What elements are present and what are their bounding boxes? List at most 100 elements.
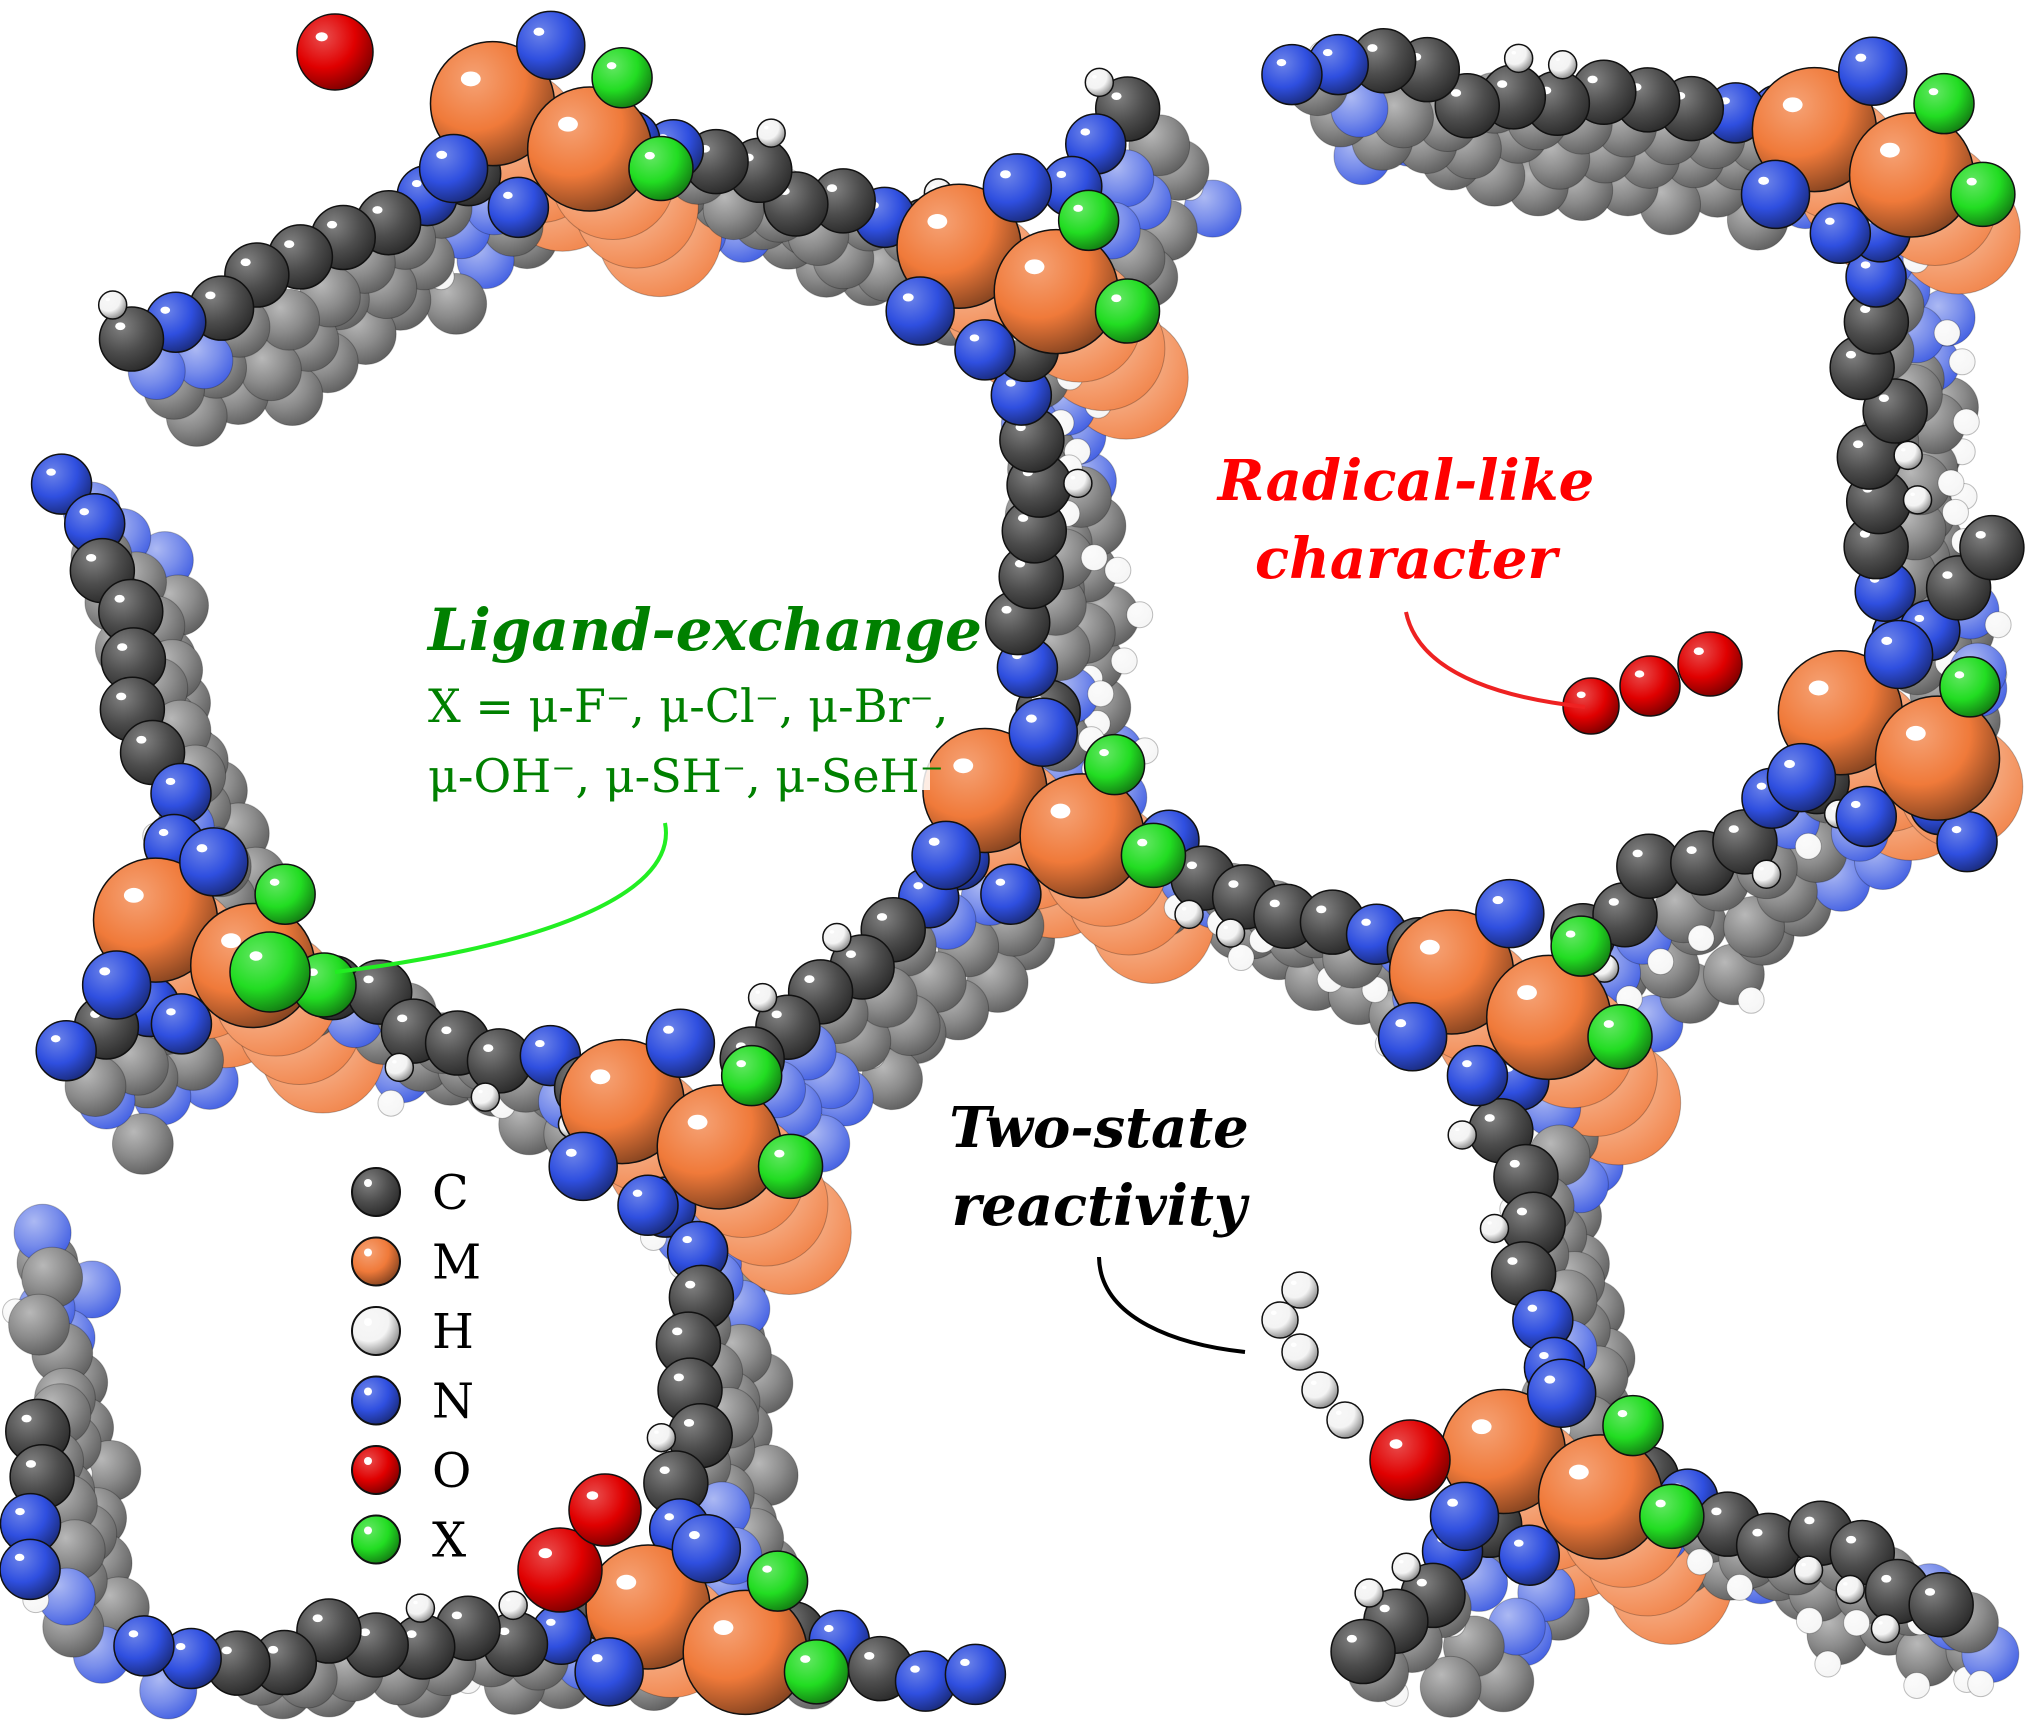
atom-X xyxy=(1913,72,1975,135)
atom-H xyxy=(1087,680,1115,708)
atom-N xyxy=(487,176,550,239)
atom-H xyxy=(470,1082,501,1112)
atom-H xyxy=(1984,611,2012,639)
annotation-arrows xyxy=(334,611,1586,1354)
atom-H xyxy=(747,982,778,1013)
atom-X xyxy=(229,931,311,1013)
atom-C xyxy=(100,627,167,693)
atom-H xyxy=(1084,67,1115,98)
atom-N xyxy=(150,993,213,1055)
radical-line2: character xyxy=(1255,526,1560,592)
legend-item-H: H xyxy=(340,1297,480,1365)
atom-X xyxy=(1602,1394,1664,1457)
atom-H xyxy=(1281,1271,1319,1309)
atom-C xyxy=(1330,1618,1396,1685)
legend-item-X: X xyxy=(340,1505,480,1574)
atom-X xyxy=(254,863,316,925)
atom-H xyxy=(1751,859,1782,889)
atom-H xyxy=(1814,1650,1842,1678)
atom-H xyxy=(1126,601,1154,629)
atom-C xyxy=(1908,1571,1974,1638)
atom-N xyxy=(645,1008,716,1079)
ligand-exchange-arrow xyxy=(334,822,668,974)
atom-N xyxy=(1837,36,1908,107)
atom-H xyxy=(1948,348,1976,376)
atom-N xyxy=(885,276,955,346)
atom-H xyxy=(1547,49,1578,80)
atom-H xyxy=(822,922,852,953)
atom-spheres xyxy=(0,10,2025,1720)
atom-C xyxy=(8,1293,70,1356)
atom-N xyxy=(0,1538,61,1601)
atom-H xyxy=(1937,469,1965,497)
atom-N xyxy=(1936,810,1998,873)
atom-N xyxy=(0,1492,62,1555)
atom-C xyxy=(205,1630,271,1696)
atom-O xyxy=(517,1527,603,1613)
atom-C xyxy=(1959,514,2025,581)
atom-H xyxy=(1261,1301,1299,1339)
radical-line1: Radical-like xyxy=(1216,448,1594,514)
atom-H xyxy=(1354,1578,1384,1608)
atom-H xyxy=(1104,556,1132,584)
ligand-list-line2: μ-OH⁻, μ-SH⁻, μ-SeH⁻ xyxy=(428,749,944,803)
atom-O xyxy=(296,13,374,91)
atom-N xyxy=(1261,43,1323,106)
atom-H xyxy=(1647,948,1675,976)
atom-C xyxy=(1493,1143,1559,1210)
legend-item-C: C xyxy=(340,1158,480,1226)
atom-N xyxy=(1498,1524,1561,1586)
legend-swatch-M xyxy=(351,1236,401,1287)
atom-N xyxy=(113,1615,175,1677)
atom-H xyxy=(1227,944,1255,972)
atom-X xyxy=(1083,733,1146,796)
atom-X xyxy=(1057,189,1120,252)
atom-X xyxy=(1950,161,2016,228)
legend-label: O xyxy=(432,1443,471,1499)
atom-H xyxy=(1110,647,1138,675)
atom-X xyxy=(1094,278,1161,344)
legend-item-M: M xyxy=(340,1227,481,1296)
atom-H xyxy=(1063,468,1093,499)
atom-N xyxy=(1008,697,1079,767)
atom-C xyxy=(111,1113,174,1175)
atom-H xyxy=(1941,498,1969,526)
atom-N xyxy=(954,319,1016,381)
atom-H xyxy=(97,290,128,320)
atom-O xyxy=(1619,655,1681,717)
atom-H xyxy=(1447,1120,1477,1150)
atom-N xyxy=(982,153,1053,223)
atom-H xyxy=(1479,1213,1510,1244)
atom-H xyxy=(1967,1670,1995,1698)
atom-M xyxy=(1874,695,2001,821)
atom-N xyxy=(1377,1002,1448,1072)
atom-O xyxy=(568,1473,642,1547)
atom-N xyxy=(1446,1044,1509,1107)
atom-C xyxy=(1735,1512,1802,1579)
atom-N xyxy=(1766,742,1837,813)
atom-N xyxy=(179,827,249,897)
atom-H xyxy=(1174,899,1204,930)
atom-N xyxy=(418,133,489,204)
atom-N xyxy=(548,1131,618,1202)
atom-H xyxy=(1843,1609,1871,1637)
atom-X xyxy=(591,47,653,109)
atom-H xyxy=(498,1590,528,1621)
atom-H xyxy=(1281,1333,1319,1371)
atom-X xyxy=(1120,822,1187,889)
atom-X xyxy=(1587,1004,1653,1070)
atom-H xyxy=(377,1089,405,1117)
atom-H xyxy=(1794,832,1822,860)
atom-N xyxy=(671,1513,742,1584)
legend-label: N xyxy=(432,1374,474,1430)
atom-H xyxy=(1737,986,1765,1014)
atom-H xyxy=(1687,924,1715,952)
atom-N xyxy=(617,1174,679,1237)
atom-H xyxy=(1080,544,1108,572)
atom-N xyxy=(150,762,212,825)
atom-X xyxy=(783,1639,850,1705)
legend-label: C xyxy=(432,1165,469,1221)
ligand-list-line1: X = μ-F⁻, μ-Cl⁻, μ-Br⁻, xyxy=(428,679,948,733)
legend-swatch-X xyxy=(351,1514,401,1565)
two-state-arrow xyxy=(1097,1256,1246,1354)
